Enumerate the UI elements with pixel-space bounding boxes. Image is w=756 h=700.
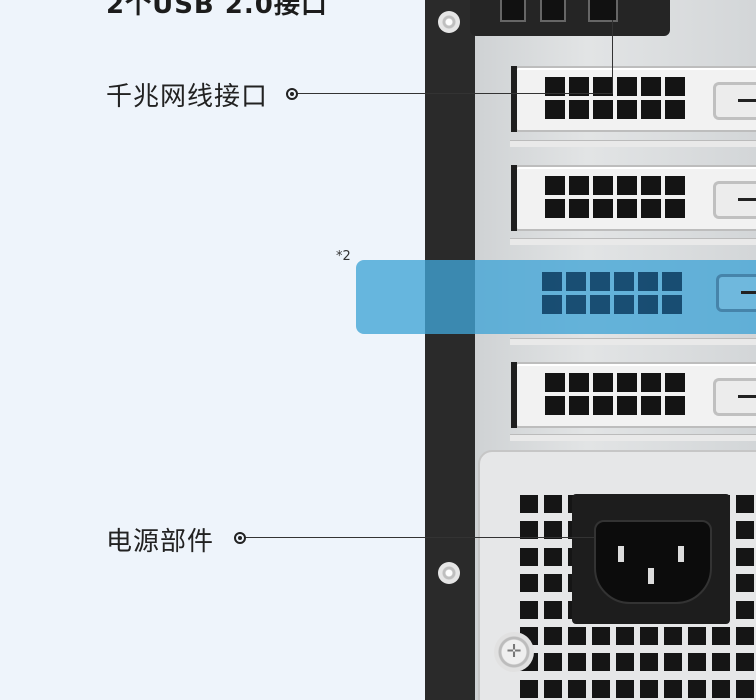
- footnote-marker: *2: [336, 249, 351, 264]
- lan-leader-line-vertical: [612, 20, 613, 94]
- slot-vents: [545, 373, 685, 415]
- psu-leader-line: [246, 537, 596, 538]
- screw-bottom: [438, 562, 460, 584]
- slot-divider: [510, 434, 756, 441]
- lan-port: [588, 0, 618, 22]
- psu-screw-icon: ✛: [494, 632, 534, 672]
- lan-leader-line: [298, 93, 612, 94]
- slot-bracket-tab: [713, 181, 756, 219]
- usb-port: [540, 0, 566, 22]
- slot-divider: [510, 338, 756, 345]
- slot-rail: [511, 66, 517, 132]
- socket-pin: [678, 546, 684, 562]
- slot-bracket-tab: [713, 82, 756, 120]
- usb-port-block: [470, 0, 670, 36]
- socket-pin: [618, 546, 624, 562]
- expansion-slot-2: [511, 165, 756, 231]
- socket-pin: [648, 568, 654, 584]
- slot-divider: [510, 238, 756, 245]
- chassis-frame: [425, 0, 475, 700]
- lan-callout-dot: [286, 88, 298, 100]
- slot-vents: [545, 77, 685, 119]
- expansion-slot-1: [511, 66, 756, 132]
- slot-divider: [510, 140, 756, 147]
- lan-port-label: 千兆网线接口: [106, 82, 269, 112]
- slot-vents: [542, 272, 682, 314]
- usb-label: 2个USB 2.0接口: [106, 0, 328, 20]
- highlighted-slot: [356, 260, 756, 334]
- power-socket: [594, 520, 712, 604]
- slot-vents: [545, 176, 685, 218]
- expansion-slot-4: [511, 362, 756, 428]
- usb-port: [500, 0, 526, 22]
- psu-callout-dot: [234, 532, 246, 544]
- slot-bracket-tab: [713, 378, 756, 416]
- screw-top: [438, 11, 460, 33]
- slot-rail: [511, 362, 517, 428]
- slot-rail: [511, 165, 517, 231]
- slot-bracket-tab: [716, 274, 756, 312]
- psu-label: 电源部件: [106, 527, 215, 557]
